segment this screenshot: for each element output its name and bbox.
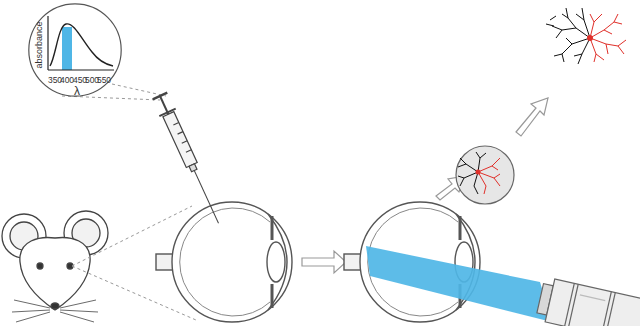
microscope-objective — [535, 277, 640, 326]
retina-flatmount — [478, 158, 500, 194]
tick-label: 550 — [97, 76, 111, 85]
absorbance-curve — [50, 24, 113, 66]
microscope-objective — [602, 292, 612, 326]
inset-circle — [29, 4, 121, 96]
eye-cross-section — [268, 214, 287, 310]
y-axis — [47, 16, 48, 70]
inset-leaders — [112, 84, 166, 96]
light-beam — [366, 246, 552, 322]
step-arrow — [302, 251, 346, 273]
step-arrow — [302, 251, 346, 273]
syringe — [194, 170, 218, 223]
eye-cross-section — [180, 208, 270, 316]
syringe — [152, 92, 227, 227]
spectrum-inset: absorbance350400450500550λ — [28, 3, 122, 97]
eye-cross-section — [344, 254, 362, 270]
retina-flatmount — [456, 146, 514, 204]
neuron-tracing — [546, 8, 590, 64]
microscope-objective — [565, 283, 575, 326]
eye-cross-section — [172, 202, 292, 322]
microscope-objective — [569, 284, 579, 326]
wavelength-band — [62, 27, 72, 70]
neuron-tracing — [587, 35, 593, 41]
mouse-head — [51, 303, 59, 309]
syringe — [186, 150, 191, 153]
syringe — [163, 112, 197, 168]
eye-cross-section — [267, 242, 285, 282]
syringe — [182, 141, 187, 144]
retina-flatmount — [476, 170, 481, 175]
mouse-head — [20, 238, 90, 310]
microscope-objective — [606, 293, 616, 326]
inset-leaders — [62, 84, 166, 100]
syringe — [178, 132, 183, 135]
eye-cross-section — [271, 284, 274, 308]
neuron-tracing — [546, 8, 626, 64]
eye-cross-section — [459, 216, 462, 240]
microscope-objective — [580, 295, 605, 301]
tick-label: 400 — [60, 76, 74, 85]
retina-flatmount — [456, 146, 514, 204]
mouse-head — [12, 300, 98, 322]
axis-symbol: λ — [74, 85, 80, 97]
spectrum-chart — [48, 16, 114, 70]
syringe — [159, 109, 175, 117]
process-arrow — [516, 98, 548, 136]
neuron-tracing — [590, 14, 626, 62]
mouse-head — [2, 211, 108, 322]
eye-cross-section — [156, 202, 292, 322]
eye-cross-section — [271, 216, 274, 240]
axis-label: absorbance — [35, 21, 44, 68]
microscope-objective — [545, 279, 640, 326]
x-axis — [48, 69, 114, 70]
syringe — [173, 123, 178, 126]
syringe — [189, 164, 197, 172]
mouse-head — [37, 263, 43, 269]
